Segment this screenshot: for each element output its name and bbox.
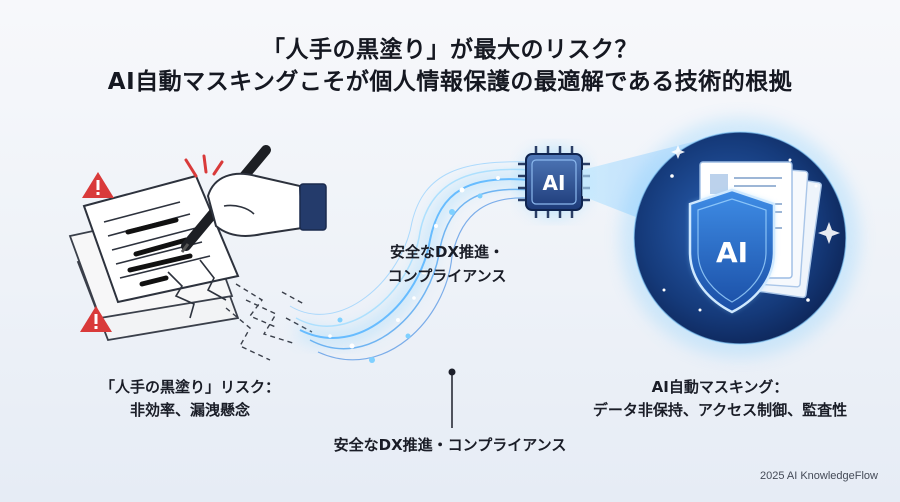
center-label-line1: 安全なDX推進・ xyxy=(389,243,505,261)
warning-triangle-icon xyxy=(80,306,112,332)
data-stream xyxy=(289,161,531,363)
warning-triangle-icon xyxy=(82,172,114,198)
bottom-label: 安全なDX推進・コンプライアンス xyxy=(333,436,567,454)
shield-icon xyxy=(688,188,776,314)
headline-line1: 「人手の黒塗り」が最大のリスク？ xyxy=(262,37,638,63)
footer-credit: 2025 AI KnowledgeFlow xyxy=(759,470,878,482)
alert-marks xyxy=(184,154,224,178)
center-label-line2: コンプライアンス xyxy=(387,267,507,285)
center-label: 安全なDX推進・ コンプライアンス xyxy=(357,240,537,288)
manual-redaction-caption-line1: 「人手の黒塗り」リスク： xyxy=(99,378,280,396)
shield-label: AI xyxy=(716,236,748,269)
chip-label: AI xyxy=(543,171,566,195)
sparkles xyxy=(662,145,840,312)
ai-chip-icon xyxy=(518,146,590,218)
headline-line2: AI自動マスキングこそが個人情報保護の最適解である技術的根拠 xyxy=(107,69,793,95)
manual-redaction-caption: 「人手の黒塗り」リスク： 非効率、漏洩懸念 xyxy=(70,376,310,422)
pointer-line xyxy=(448,368,456,428)
hand-icon xyxy=(206,172,327,237)
ai-masking-caption-line2: データ非保持、アクセス制御、監査性 xyxy=(592,401,848,419)
leak-fragments xyxy=(225,283,313,361)
redacted-documents xyxy=(68,174,240,342)
manual-redaction-caption-line2: 非効率、漏洩懸念 xyxy=(129,401,250,419)
ai-masking-caption-line1: AI自動マスキング： xyxy=(651,378,789,396)
ai-masking-caption: AI自動マスキング： データ非保持、アクセス制御、監査性 xyxy=(570,376,870,422)
